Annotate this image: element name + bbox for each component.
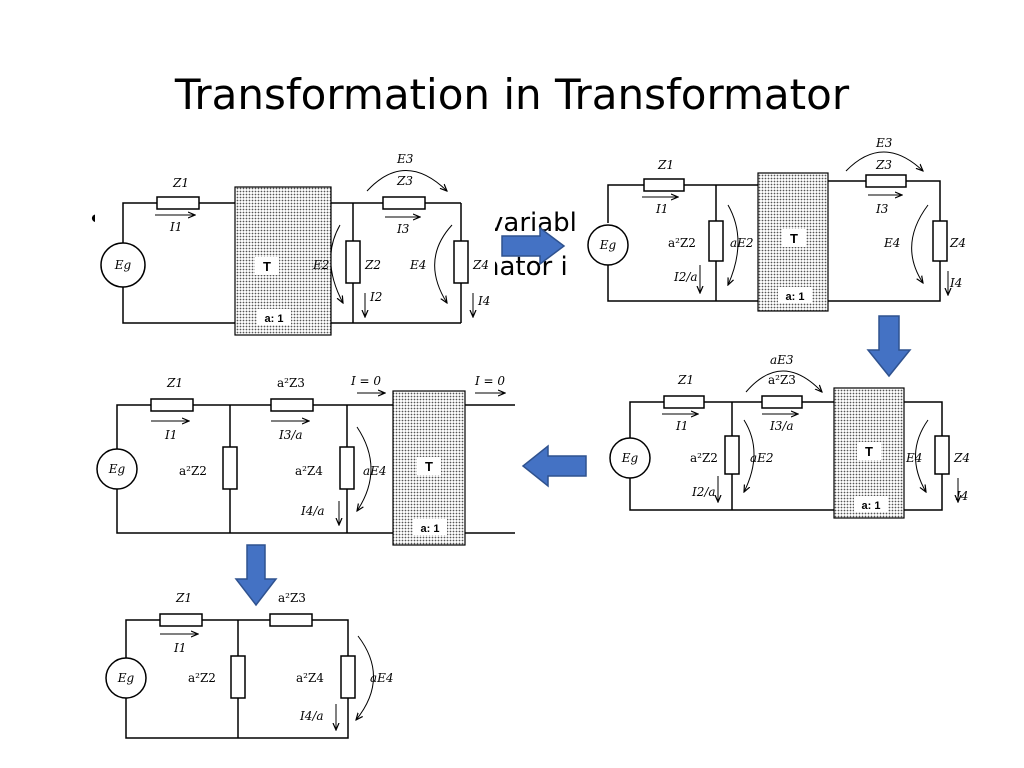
i4-label: I4: [477, 294, 490, 308]
z2-label: a²Z2: [690, 451, 718, 465]
i2-label: I2: [369, 290, 382, 304]
source-label: Eg: [114, 258, 132, 272]
ratio-label: a: 1: [862, 500, 881, 512]
i1-label: I1: [173, 641, 186, 655]
i3-label: I3/a: [278, 428, 303, 442]
circuit-diagram-primary-referred: Eg Z1 I1 a²Z2 I2/a aE2 T a: 1 E3 Z3 I3 E…: [578, 135, 966, 315]
transformer-label: T: [790, 231, 798, 246]
e2-label: aE2: [730, 236, 754, 250]
i1-label: I1: [164, 428, 177, 442]
transformer-label: T: [263, 259, 271, 274]
i4-label: I4: [949, 276, 962, 290]
current-zero-label-outer: I = 0: [474, 374, 505, 388]
source-label: Eg: [599, 238, 617, 252]
slide-title: Transformation in Transformator: [174, 70, 850, 119]
z4-label: a²Z4: [296, 671, 324, 685]
circuit-diagram-z4-referred: Eg Z1 I1 a²Z2 a²Z3 I3/a a²Z4 I4/a aE4 T …: [95, 365, 520, 550]
transformer-label: T: [865, 444, 873, 459]
i2-label: I2/a: [673, 270, 698, 284]
z3-label: Z3: [396, 174, 413, 188]
arrow-down-icon: [866, 315, 912, 378]
z4-label: Z4: [949, 236, 966, 250]
current-zero-label-inner: I = 0: [350, 374, 381, 388]
z2-label: a²Z2: [179, 464, 207, 478]
ratio-label: a: 1: [421, 523, 440, 535]
bullet-line1-fragment: variabl: [488, 208, 577, 238]
i1-label: I1: [655, 202, 668, 216]
circuit-diagram-original: Eg Z1 I1 T a: 1 E2 Z2 I2 E3 Z3 I3 E4 Z4 …: [95, 145, 495, 340]
source-label: Eg: [108, 462, 126, 476]
bullet-line2-fragment: nator i: [483, 252, 568, 282]
i3-label: I3: [875, 202, 889, 216]
e3-label: E3: [875, 136, 893, 150]
z1-label: Z1: [172, 176, 189, 190]
arrow-down-icon: [234, 544, 278, 607]
e4-label: E4: [905, 451, 922, 465]
z4-label: Z4: [953, 451, 970, 465]
arrow-left-icon: [521, 444, 587, 488]
circuit-diagram-equivalent: Eg Z1 I1 a²Z2 a²Z3 a²Z4 I4/a aE4: [100, 580, 400, 745]
e4-label: E4: [883, 236, 900, 250]
z2-label: a²Z2: [668, 236, 696, 250]
z4-label: Z4: [472, 258, 489, 272]
transformer-label: T: [425, 459, 433, 474]
e2-label: E2: [312, 258, 329, 272]
i4-label: I4/a: [299, 709, 324, 723]
arrow-right-icon: [501, 226, 566, 266]
z2-label: a²Z2: [188, 671, 216, 685]
z4-label: a²Z4: [295, 464, 323, 478]
ratio-label: a: 1: [786, 291, 805, 303]
z3-label: a²Z3: [768, 373, 796, 387]
z1-label: Z1: [657, 158, 674, 172]
source-label: Eg: [621, 451, 639, 465]
i3-label: I3: [396, 222, 410, 236]
i1-label: I1: [169, 220, 182, 234]
z2-label: Z2: [364, 258, 381, 272]
i1-label: I1: [675, 419, 688, 433]
e2-label: aE2: [750, 451, 774, 465]
i4-label: I4/a: [300, 504, 325, 518]
z3-label: a²Z3: [277, 376, 305, 390]
z3-label: a²Z3: [278, 591, 306, 605]
z1-label: Z1: [175, 591, 192, 605]
i4-label: I4: [955, 489, 968, 503]
e3-label: aE3: [770, 353, 794, 367]
e4-label: aE4: [363, 464, 387, 478]
source-label: Eg: [117, 671, 135, 685]
z1-label: Z1: [677, 373, 694, 387]
z3-label: Z3: [875, 158, 892, 172]
e4-label: aE4: [370, 671, 394, 685]
circuit-diagram-z3-referred: Eg Z1 I1 a²Z2 I2/a aE2 aE3 a²Z3 I3/a T a…: [606, 350, 978, 528]
e3-label: E3: [396, 152, 414, 166]
e4-label: E4: [409, 258, 426, 272]
i3-label: I3/a: [769, 419, 794, 433]
z1-label: Z1: [166, 376, 183, 390]
i2-label: I2/a: [691, 485, 716, 499]
ratio-label: a: 1: [265, 313, 284, 325]
